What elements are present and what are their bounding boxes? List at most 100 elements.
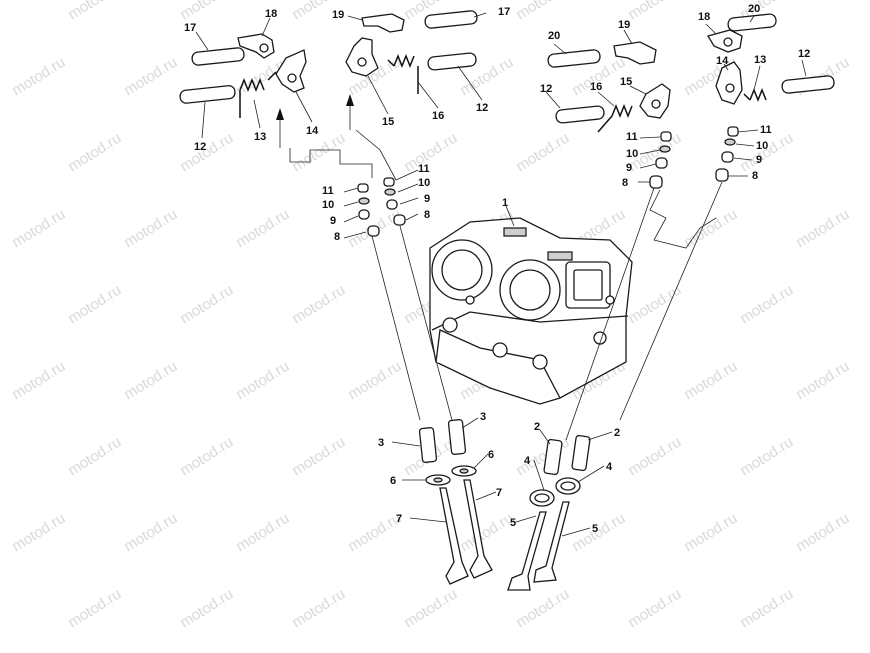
- callout-5-b: 5: [592, 523, 598, 535]
- callout-19-left: 19: [332, 9, 344, 21]
- watermark-text-52: motod.ru: [9, 510, 68, 556]
- callout-15-left: 15: [382, 116, 394, 128]
- rocker-shaft-12-left: [179, 85, 236, 104]
- leader-lines: [195, 12, 807, 537]
- callout-15-right: 15: [620, 76, 632, 88]
- watermark-text-54: motod.ru: [233, 510, 292, 556]
- watermark-text-65: motod.ru: [625, 586, 684, 632]
- rocker-arm-14-right: [715, 61, 743, 105]
- callout-13-right: 13: [754, 54, 766, 66]
- rocker-arm-19-left: [361, 13, 405, 33]
- callout-8-left-b: 8: [424, 209, 430, 221]
- valve-7-a: [439, 487, 469, 585]
- callout-14-right: 14: [716, 55, 729, 67]
- watermark-text-22: motod.ru: [9, 206, 68, 252]
- rocker-shaft-12-rright: [781, 75, 835, 94]
- watermark-text-29: motod.ru: [793, 206, 852, 252]
- watermark-text-49: motod.ru: [513, 434, 572, 480]
- callout-12-right-b: 12: [540, 83, 552, 95]
- valve-5-a: [507, 511, 547, 591]
- valve-keeper-stack-right-a: [649, 131, 672, 189]
- watermark-text-19: motod.ru: [513, 130, 572, 176]
- callout-3-a: 3: [378, 437, 384, 449]
- cylinder-head: [429, 217, 633, 405]
- watermark-text-23: motod.ru: [121, 206, 180, 252]
- callout-20-right-a: 20: [548, 30, 560, 42]
- watermark-text-16: motod.ru: [177, 130, 236, 176]
- watermark-text-5: motod.ru: [625, 0, 684, 23]
- callout-18-left: 18: [265, 8, 277, 20]
- callout-5-a: 5: [510, 517, 516, 529]
- callout-19-right: 19: [618, 19, 630, 31]
- callout-18-right: 18: [698, 11, 710, 23]
- callout-12-left-a: 12: [194, 141, 206, 153]
- watermark-text-44: motod.ru: [793, 358, 852, 404]
- guide-arrow-left-1: [276, 108, 284, 120]
- valve-guide-3-a: [418, 427, 438, 463]
- watermark-text-21: motod.ru: [737, 130, 796, 176]
- callout-14-left: 14: [306, 125, 319, 137]
- watermark-text-18: motod.ru: [401, 130, 460, 176]
- watermark-text-50: motod.ru: [625, 434, 684, 480]
- valve-7-b: [463, 479, 493, 579]
- callout-13-left: 13: [254, 131, 266, 143]
- valve-keeper-stack-left-a: [357, 183, 380, 237]
- callout-9-right-a: 9: [626, 162, 632, 174]
- guide-arrow-left-2: [346, 94, 354, 106]
- watermark-text-46: motod.ru: [177, 434, 236, 480]
- watermark-text-66: motod.ru: [737, 586, 796, 632]
- watermark-text-64: motod.ru: [513, 586, 572, 632]
- watermark-text-47: motod.ru: [289, 434, 348, 480]
- watermark-text-60: motod.ru: [65, 586, 124, 632]
- watermark-text-31: motod.ru: [177, 282, 236, 328]
- watermark-text-1: motod.ru: [177, 0, 236, 23]
- watermark-text-0: motod.ru: [65, 0, 124, 23]
- callout-8-right-a: 8: [622, 177, 628, 189]
- callout-17-left-a: 17: [184, 22, 196, 34]
- callout-10-right-b: 10: [756, 140, 768, 152]
- rocker-arm-19-right: [613, 41, 657, 65]
- callout-11-left-b: 11: [418, 163, 430, 175]
- watermark-text-51: motod.ru: [737, 434, 796, 480]
- callout-11-left-a: 11: [322, 185, 334, 197]
- callout-4-a: 4: [524, 455, 531, 467]
- callout-16-right: 16: [590, 81, 602, 93]
- callout-2-a: 2: [534, 421, 540, 433]
- callout-numbers: 18 19 17 17 12 13 14 15 16 12 20 19 18 2…: [184, 3, 810, 535]
- watermark-text-39: motod.ru: [233, 358, 292, 404]
- watermark-text-35: motod.ru: [625, 282, 684, 328]
- callout-8-right-b: 8: [752, 170, 758, 182]
- spring-16-left: [387, 53, 419, 94]
- callout-11-right-b: 11: [760, 124, 772, 136]
- callout-6-a: 6: [390, 475, 396, 487]
- rocker-group-left: [179, 10, 478, 181]
- watermark-text-59: motod.ru: [793, 510, 852, 556]
- watermark-text-17: motod.ru: [289, 130, 348, 176]
- watermark-text-32: motod.ru: [289, 282, 348, 328]
- callout-10-left-b: 10: [418, 177, 430, 189]
- rocker-shaft-12-rleft: [555, 105, 605, 124]
- callout-2-b: 2: [614, 427, 620, 439]
- valve-keeper-stack-left-b: [383, 177, 406, 226]
- spring-13-right: [743, 87, 767, 103]
- callout-7-b: 7: [496, 487, 502, 499]
- rocker-shaft-20-left: [547, 49, 601, 68]
- watermark-text-37: motod.ru: [9, 358, 68, 404]
- valve-guide-2-a: [543, 438, 563, 476]
- callout-6-b: 6: [488, 449, 494, 461]
- rocker-arm-15-left: [345, 37, 379, 77]
- callout-11-right-a: 11: [626, 131, 638, 143]
- valve-guide-3-b: [447, 419, 467, 455]
- spring-13-left: [239, 71, 277, 118]
- watermark-text-57: motod.ru: [569, 510, 628, 556]
- watermark-text-24: motod.ru: [233, 206, 292, 252]
- valve-guide-2-b: [571, 434, 591, 472]
- rocker-arm-14-left: [275, 49, 307, 93]
- watermark-text-58: motod.ru: [681, 510, 740, 556]
- callout-12-left-b: 12: [476, 102, 488, 114]
- rocker-shaft-17-right: [424, 10, 478, 29]
- watermark-text-45: motod.ru: [65, 434, 124, 480]
- callout-9-right-b: 9: [756, 154, 762, 166]
- valve-5-b: [533, 501, 570, 583]
